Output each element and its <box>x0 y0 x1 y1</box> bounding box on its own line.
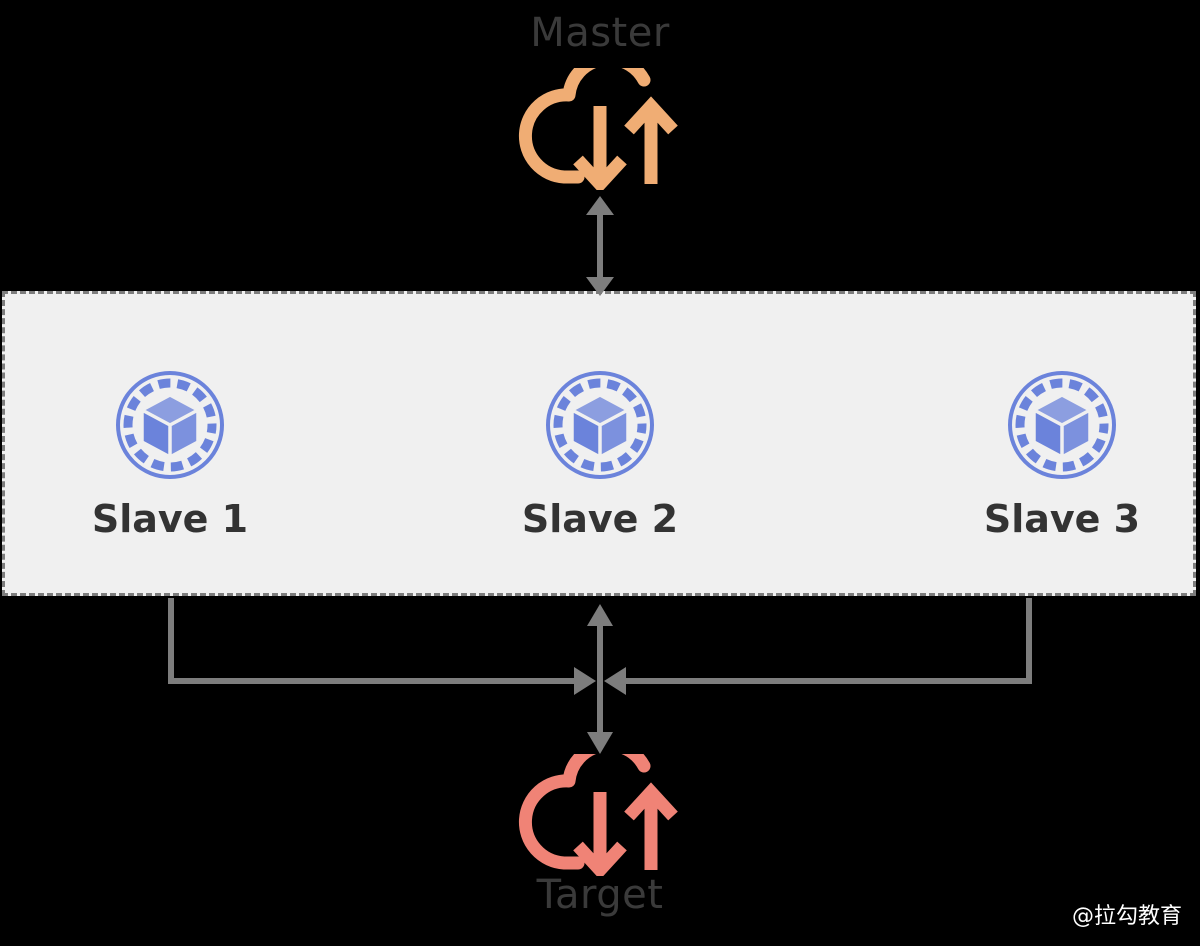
watermark-text: @拉勾教育 <box>1071 904 1182 929</box>
connector-slave-bus-right <box>604 598 1032 695</box>
cube-node-icon-slave-2 <box>544 369 656 481</box>
connector-master-to-slaves <box>586 196 614 296</box>
slave-node-label-3: Slave 3 <box>983 497 1141 541</box>
slave-node-label-1: Slave 1 <box>91 497 249 541</box>
master-label: Master <box>530 10 670 56</box>
cube-node-icon-slave-3 <box>1006 369 1118 481</box>
cloud-sync-icon-target <box>516 738 686 880</box>
slave-node-label-2: Slave 2 <box>521 497 679 541</box>
connector-slave-bus-left <box>168 598 596 695</box>
connector-slaves-to-target <box>587 604 613 754</box>
target-label: Target <box>536 872 664 918</box>
cube-node-icon-slave-1 <box>114 369 226 481</box>
